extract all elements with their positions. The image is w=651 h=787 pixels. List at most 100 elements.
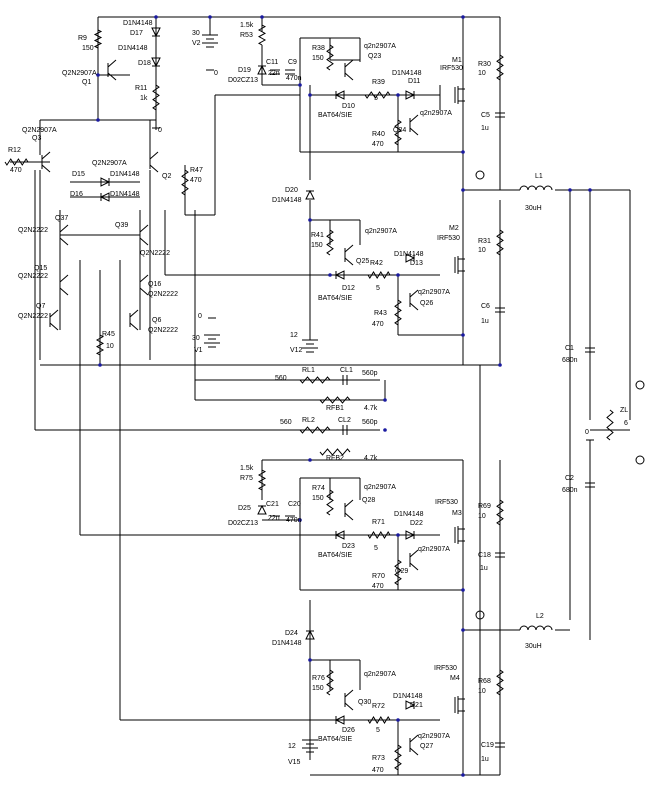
- component-label-r53v: 1.5k: [240, 22, 254, 29]
- component-label-cl2v: 560p: [362, 419, 378, 426]
- probe-icon: [475, 170, 485, 180]
- component-label-r9v: 150: [82, 45, 94, 52]
- component-label-q15m: Q2N2222: [18, 273, 48, 280]
- q29-transistor: [409, 562, 419, 571]
- component-label-d21: D21: [410, 702, 423, 709]
- q37-transistor: [59, 237, 69, 246]
- component-label-c20v: 470n: [286, 517, 302, 524]
- component-label-m4m: IRF530: [434, 665, 457, 672]
- component-label-q39m: Q2N2222: [140, 250, 170, 257]
- q7-transistor: [49, 322, 59, 331]
- component-label-r76: R76: [312, 675, 325, 682]
- q37-transistor: [59, 224, 69, 233]
- component-label-q28m: q2n2907A: [364, 484, 396, 491]
- component-label-r42v: 5: [376, 285, 380, 292]
- component-label-r43: R43: [374, 310, 387, 317]
- junction-dot: [461, 333, 465, 337]
- q27-transistor: [409, 747, 419, 756]
- component-label-cl2: CL2: [338, 417, 351, 424]
- junction-dot: [208, 15, 212, 19]
- component-label-d25m: D02CZ13: [228, 520, 258, 527]
- component-label-q1: Q1: [82, 79, 91, 86]
- component-label-q3m: Q2N2907A: [22, 127, 57, 134]
- component-label-c9: C9: [288, 59, 297, 66]
- component-label-l2v: 30uH: [525, 643, 542, 650]
- component-label-r45: R45: [102, 331, 115, 338]
- d19-zener: [257, 64, 267, 75]
- component-label-q28: Q28: [362, 497, 375, 504]
- d15-diode: [100, 177, 111, 187]
- component-label-r47v: 470: [190, 177, 202, 184]
- component-label-q27m: q2n2907A: [418, 733, 450, 740]
- l2-inductor: [519, 625, 529, 631]
- wires: [10, 16, 631, 776]
- r39-resistor: [364, 91, 391, 99]
- l1-inductor: [519, 185, 529, 191]
- component-label-d25: D25: [238, 505, 251, 512]
- component-label-d24m: D1N4148: [272, 640, 302, 647]
- component-label-d24: D24: [285, 630, 298, 637]
- rfb2-resistor: [319, 448, 351, 456]
- rl2-resistor: [299, 426, 331, 434]
- component-label-q26m: q2n2907A: [418, 289, 450, 296]
- component-label-d11m: D1N4148: [392, 70, 422, 77]
- component-label-l1: L1: [535, 173, 543, 180]
- component-label-c18: C18: [478, 552, 491, 559]
- component-label-d17: D1N4148: [123, 20, 153, 27]
- component-label-r30v: 10: [478, 70, 486, 77]
- component-label-c6: C6: [481, 303, 490, 310]
- r38-resistor: [326, 44, 334, 71]
- l1-inductor: [535, 185, 545, 191]
- q25-transistor: [344, 257, 354, 266]
- r41-resistor: [326, 229, 334, 256]
- component-label-d23m: BAT64/SIE: [318, 552, 352, 559]
- rl1-resistor: [299, 376, 331, 384]
- component-label-r11v: 1k: [140, 95, 148, 102]
- component-label-r41: R41: [311, 232, 324, 239]
- r75-resistor: [257, 469, 267, 491]
- component-label-r40v: 470: [372, 141, 384, 148]
- junction-dot: [396, 718, 400, 722]
- component-label-v2: V2: [192, 40, 201, 47]
- component-label-q26: Q26: [420, 300, 433, 307]
- component-label-q24m: q2n2907A: [420, 110, 452, 117]
- components: [4, 24, 645, 771]
- q2-transistor: [149, 164, 159, 173]
- component-label-g0c: 0: [198, 313, 202, 320]
- component-label-r38v: 150: [312, 55, 324, 62]
- component-label-c11v: 22n: [268, 70, 280, 77]
- component-label-d15m: D1N4148: [110, 171, 140, 178]
- component-label-d10: D10: [342, 103, 355, 110]
- r53-resistor: [257, 24, 267, 46]
- component-label-q29: Q29: [395, 568, 408, 575]
- component-label-r70: R70: [372, 573, 385, 580]
- junction-dot: [98, 363, 102, 367]
- component-label-r12v: 470: [10, 167, 22, 174]
- component-label-g0b: 0: [214, 70, 218, 77]
- component-label-r70v: 470: [372, 583, 384, 590]
- component-label-cl1: CL1: [340, 367, 353, 374]
- q23-transistor: [344, 72, 354, 81]
- junction-dot: [461, 588, 465, 592]
- component-label-q25m: q2n2907A: [365, 228, 397, 235]
- component-label-q15: Q15: [34, 265, 47, 272]
- d20-diode: [305, 189, 315, 200]
- component-label-q23m: q2n2907A: [364, 43, 396, 50]
- component-label-v15: V15: [288, 759, 301, 766]
- component-label-q24: Q24: [393, 127, 406, 134]
- d24-diode: [305, 629, 315, 640]
- component-label-rfb2: RFB2: [326, 455, 344, 462]
- labels: D1N4148D17D1N4148D18R9150Q2N2907AQ1R111k…: [8, 20, 628, 774]
- r42-resistor: [367, 271, 391, 279]
- l1-inductor: [543, 185, 553, 191]
- junction-dot: [308, 658, 312, 662]
- r76-resistor: [326, 669, 334, 696]
- component-label-d26: D26: [342, 727, 355, 734]
- junction-dot: [461, 15, 465, 19]
- component-label-d20: D20: [285, 187, 298, 194]
- component-label-m2m: IRF530: [437, 235, 460, 242]
- component-label-r75v: 1.5k: [240, 465, 254, 472]
- q23-transistor: [344, 59, 354, 68]
- q7-transistor: [49, 309, 59, 318]
- probe-icon: [475, 610, 485, 620]
